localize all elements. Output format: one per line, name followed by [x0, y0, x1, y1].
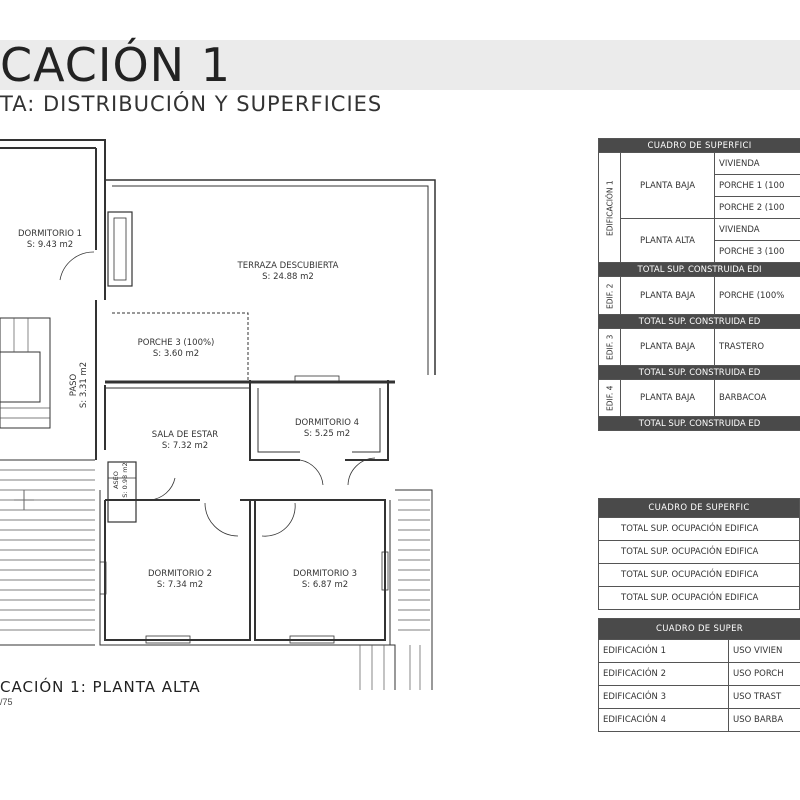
- table-row: TOTAL SUP. OCUPACIÓN EDIFICA: [598, 586, 800, 610]
- sala-area: S: 7.32 m2: [162, 441, 208, 451]
- table-row: EDIF. 3 PLANTA BAJA TRASTERO: [598, 328, 800, 366]
- porche-e2-cell: PORCHE (100%: [713, 276, 800, 315]
- paso-area: S: 3.31 m2: [79, 362, 89, 408]
- dormitorio3-area: S: 6.87 m2: [302, 580, 348, 590]
- edif4-label: EDIF. 4: [598, 379, 621, 417]
- table-row: EDIF. 4 PLANTA BAJA BARBACOA: [598, 379, 800, 417]
- dormitorio4-name: DORMITORIO 4: [295, 418, 359, 428]
- total4-row: TOTAL SUP. CONSTRUIDA ED: [597, 416, 800, 431]
- paso-name: PASO: [69, 373, 79, 396]
- uso-value-2: USO PORCH: [727, 662, 800, 686]
- total2-row: TOTAL SUP. CONSTRUIDA ED: [597, 314, 800, 329]
- uso-value-3: USO TRAST: [727, 685, 800, 709]
- porche1-cell: PORCHE 1 (100: [713, 174, 800, 197]
- aseo-area: S: 0.98 m2: [121, 462, 129, 497]
- trastero-cell: TRASTERO: [713, 328, 800, 366]
- table-row: PLANTA ALTA VIVIENDA: [599, 218, 800, 263]
- title-band: [0, 40, 800, 90]
- ocupacion-row-4: TOTAL SUP. OCUPACIÓN EDIFICA: [598, 586, 800, 610]
- table-row: TOTAL SUP. OCUPACIÓN EDIFICA: [598, 540, 800, 564]
- table-row: TOTAL SUP. OCUPACIÓN EDIFICA: [598, 563, 800, 587]
- edif3-label: EDIF. 3: [598, 328, 621, 366]
- table1-header: CUADRO DE SUPERFICI: [597, 138, 800, 153]
- table3-header: CUADRO DE SUPER: [597, 618, 800, 640]
- uso-value-1: USO VIVIEN: [727, 639, 800, 663]
- porche3-cell: PORCHE 3 (100: [713, 240, 800, 263]
- ocupacion-row-3: TOTAL SUP. OCUPACIÓN EDIFICA: [598, 563, 800, 587]
- dormitorio3-name: DORMITORIO 3: [293, 569, 357, 579]
- terraza-name: TERRAZA DESCUBIERTA: [237, 261, 339, 271]
- ocupacion-row-1: TOTAL SUP. OCUPACIÓN EDIFICA: [598, 517, 800, 541]
- plan-scale: /75: [0, 697, 13, 707]
- page-title: CACIÓN 1: [0, 38, 231, 92]
- edif1-label: EDIFICACIÓN 1: [598, 152, 621, 263]
- planta-alta-label: PLANTA ALTA: [620, 218, 715, 263]
- total3-row: TOTAL SUP. CONSTRUIDA ED: [597, 365, 800, 380]
- sala-name: SALA DE ESTAR: [152, 430, 219, 440]
- edif2-label: EDIF. 2: [598, 276, 621, 315]
- ocupacion-row-2: TOTAL SUP. OCUPACIÓN EDIFICA: [598, 540, 800, 564]
- planta-baja-label: PLANTA BAJA: [620, 152, 715, 219]
- dormitorio1-name: DORMITORIO 1: [18, 229, 82, 239]
- terraza-area: S: 24.88 m2: [262, 272, 314, 282]
- table-row: EDIFICACIÓN 1 PLANTA BAJA VIVIENDA: [598, 152, 800, 263]
- table-row: TOTAL SUP. OCUPACIÓN EDIFICA: [598, 517, 800, 541]
- superficies-table: CUADRO DE SUPERFICI EDIFICACIÓN 1 PLANTA…: [597, 138, 800, 431]
- table2-header: CUADRO DE SUPERFIC: [598, 498, 800, 518]
- dormitorio2-name: DORMITORIO 2: [148, 569, 212, 579]
- barbacoa-cell: BARBACOA: [713, 379, 800, 417]
- planta-baja-e4: PLANTA BAJA: [620, 379, 715, 417]
- floor-plan: DORMITORIO 1 S: 9.43 m2 TERRAZA DESCUBIE…: [0, 139, 436, 690]
- planta-baja-e3: PLANTA BAJA: [620, 328, 715, 366]
- uso-edif-2: EDIFICACIÓN 2: [598, 662, 729, 686]
- vivienda-cell: VIVIENDA: [713, 152, 800, 175]
- uso-value-4: USO BARBA: [727, 708, 800, 732]
- porche3-area: S: 3.60 m2: [153, 349, 199, 359]
- uso-edif-4: EDIFICACIÓN 4: [598, 708, 729, 732]
- ocupacion-table: CUADRO DE SUPERFIC TOTAL SUP. OCUPACIÓN …: [598, 498, 800, 610]
- table-header: CUADRO DE SUPERFICI: [597, 138, 800, 153]
- uso-edif-1: EDIFICACIÓN 1: [598, 639, 729, 663]
- vivienda-alta-cell: VIVIENDA: [713, 218, 800, 241]
- dormitorio1-area: S: 9.43 m2: [27, 240, 73, 250]
- aseo-name: ASEO: [112, 471, 120, 489]
- dormitorio4-area: S: 5.25 m2: [304, 429, 350, 439]
- dormitorio2-area: S: 7.34 m2: [157, 580, 203, 590]
- planta-baja-e2: PLANTA BAJA: [620, 276, 715, 315]
- total1-row: TOTAL SUP. CONSTRUIDA EDI: [597, 262, 800, 277]
- porche2-cell: PORCHE 2 (100: [713, 196, 800, 219]
- porche3-name: PORCHE 3 (100%): [138, 338, 215, 348]
- page-subtitle: TA: DISTRIBUCIÓN Y SUPERFICIES: [0, 92, 383, 116]
- uso-edif-3: EDIFICACIÓN 3: [598, 685, 729, 709]
- plan-caption: CACIÓN 1: PLANTA ALTA: [0, 678, 201, 696]
- table-row: EDIF. 2 PLANTA BAJA PORCHE (100%: [598, 276, 800, 315]
